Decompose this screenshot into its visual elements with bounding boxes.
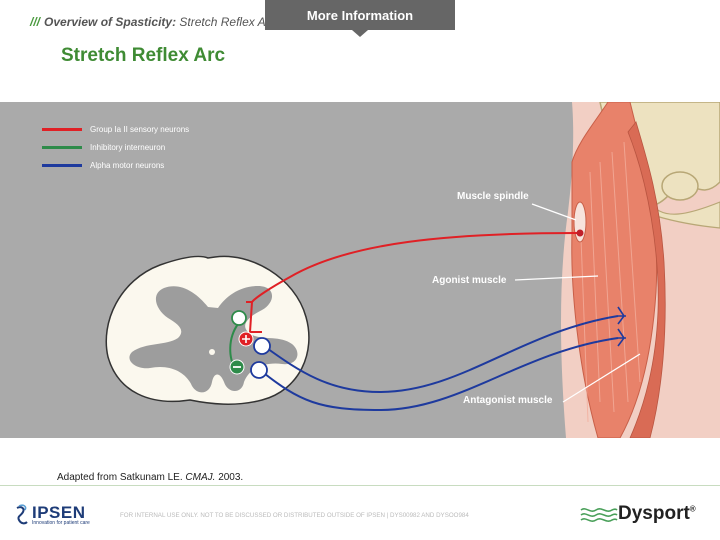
dysport-logo: Dysport® xyxy=(580,502,705,528)
muscle-striations xyxy=(579,141,641,423)
legend-item-sensory: Group Ia II sensory neurons xyxy=(42,122,189,136)
citation-journal: CMAJ. xyxy=(185,472,216,483)
motor-end-plate-1 xyxy=(617,306,626,325)
disclaimer-text: FOR INTERNAL USE ONLY. NOT TO BE DISCUSS… xyxy=(120,512,469,519)
legend-swatch-green xyxy=(42,145,82,149)
antagonist-leader-line xyxy=(562,353,641,403)
citation-text: Adapted from Satkunam LE. xyxy=(57,472,183,483)
citation: Adapted from Satkunam LE. CMAJ. 2003. xyxy=(57,472,243,483)
dysport-name-text: Dysport xyxy=(618,503,690,524)
registered-mark: ® xyxy=(689,504,696,514)
antagonist-muscle-label: Antagonist muscle xyxy=(463,395,553,406)
citation-year: 2003. xyxy=(218,472,244,483)
agonist-muscle-shape xyxy=(571,102,658,438)
legend-label: Inhibitory interneuron xyxy=(90,142,166,152)
breadcrumb-page: Stretch Reflex Arc xyxy=(179,15,276,29)
agonist-leader-line xyxy=(514,275,599,281)
dropdown-arrow-icon[interactable] xyxy=(352,30,368,37)
ipsen-tagline: Innovation for patient care xyxy=(32,520,90,526)
page-title: Stretch Reflex Arc xyxy=(61,45,226,66)
legend-swatch-blue xyxy=(42,163,82,167)
sensory-neuron-path xyxy=(248,232,579,333)
legend-item-interneuron: Inhibitory interneuron xyxy=(42,140,165,154)
legend-label: Group Ia II sensory neurons xyxy=(90,124,190,134)
motor-neuron-path-2 xyxy=(259,337,619,412)
breadcrumb-prefix: /// xyxy=(30,15,41,29)
breadcrumb-section: Overview of Spasticity: xyxy=(44,15,177,29)
legend-swatch-red xyxy=(42,127,82,131)
muscle-spindle-label: Muscle spindle xyxy=(457,191,529,202)
plus-icon xyxy=(242,335,250,343)
spindle-junction xyxy=(576,229,584,237)
femur-head xyxy=(661,171,699,201)
central-canal xyxy=(209,349,215,355)
breadcrumb: ///Overview of Spasticity: Stretch Refle… xyxy=(30,15,276,29)
motor-end-plate-2 xyxy=(617,328,626,347)
more-information-button[interactable]: More Information xyxy=(265,0,455,30)
ipsen-name: IPSEN xyxy=(32,503,86,522)
ipsen-logo: IPSEN Innovation for patient care xyxy=(15,503,105,527)
stretch-reflex-diagram xyxy=(0,102,720,438)
legend-item-motor: Alpha motor neurons xyxy=(42,158,164,172)
alpha-motor-neuron-top xyxy=(253,337,271,355)
antagonist-muscle-shape xyxy=(627,121,666,438)
footer-divider xyxy=(0,485,720,486)
motor-neuron-path-1 xyxy=(263,315,619,394)
interneuron-top xyxy=(231,310,247,326)
legend-label: Alpha motor neurons xyxy=(90,160,165,170)
dysport-name: Dysport® xyxy=(618,503,696,525)
femur-bone xyxy=(649,201,720,229)
dysport-wave-icon xyxy=(580,508,618,522)
ipsen-mark-icon xyxy=(16,504,28,525)
alpha-motor-neuron-bottom xyxy=(250,361,268,379)
agonist-muscle-label: Agonist muscle xyxy=(432,275,507,286)
spindle-leader-line xyxy=(531,203,577,221)
